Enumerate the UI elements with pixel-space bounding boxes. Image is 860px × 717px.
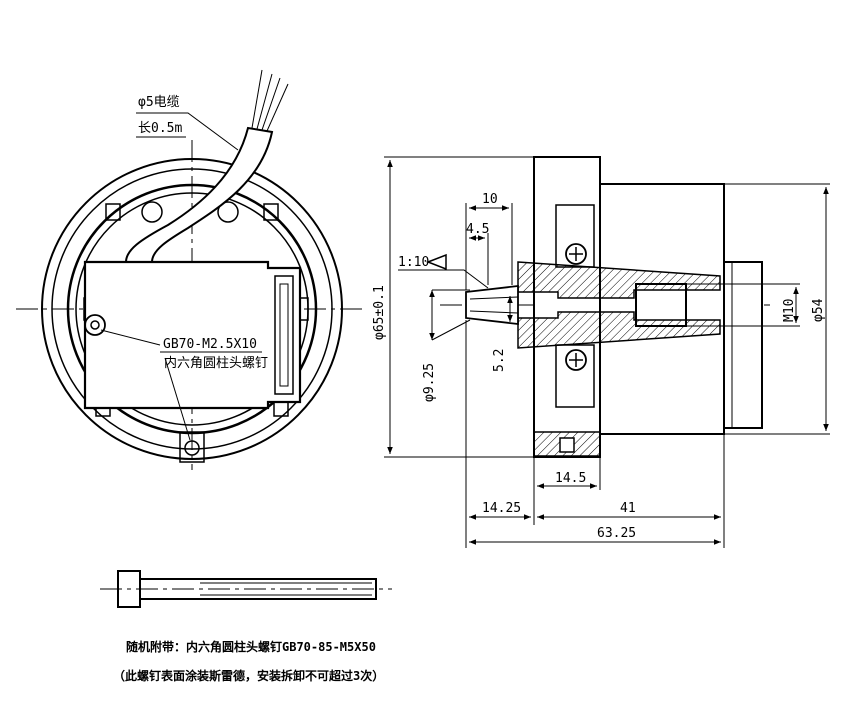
dim-5-2-label: 5.2 [492, 349, 507, 372]
front-view [16, 69, 365, 470]
clamp-bottom-frame [555, 344, 595, 408]
cable-wire [251, 69, 263, 129]
dim-63-25-label: 63.25 [597, 526, 636, 541]
dim-phi54-label: φ54 [811, 298, 826, 322]
cable-wire [261, 77, 281, 131]
dim-14-5-label: 14.5 [555, 471, 586, 486]
cable-bundle [124, 126, 274, 263]
clamp-top-screw [565, 243, 587, 265]
screw-leader-2 [164, 357, 191, 441]
housing-flange [533, 156, 601, 458]
cable-wire [256, 73, 273, 130]
mount-tab [263, 203, 279, 221]
body-circle [66, 183, 318, 435]
clamp-top-frame [555, 204, 595, 268]
flange-outer-circle [41, 158, 343, 460]
rear-cover [723, 261, 763, 429]
thread-bore [635, 283, 687, 327]
screw-hex [90, 320, 100, 330]
tapered-shaft [465, 284, 519, 326]
taper-label: 1:10 [398, 255, 429, 270]
accessory-note-line1: 随机附带：内六角圆柱头螺钉GB70-85-M5X50 [126, 639, 376, 654]
dim-4-5-label: 4.5 [466, 222, 489, 237]
cable-label: φ5电缆 [138, 94, 180, 110]
boss-circle [217, 201, 239, 223]
dim-phi65-label: φ65±0.1 [372, 285, 387, 340]
flange-inner-circle [51, 168, 333, 450]
foot-slot [559, 437, 575, 453]
screw-leader [100, 329, 161, 346]
side-dimensions [384, 156, 830, 548]
connector-slot [274, 275, 294, 395]
cable-leader [136, 112, 239, 151]
taper-symbol [425, 253, 447, 271]
boss-circle [141, 201, 163, 223]
screw-head [84, 314, 106, 336]
side-view [440, 156, 770, 458]
screw-name-label: 内六角圆柱头螺钉 [164, 355, 268, 371]
screw-spec-label: GB70-M2.5X10 [163, 337, 257, 352]
accessory-note-line2: （此螺钉表面涂装斯雷德，安装拆卸不可超过3次） [113, 668, 384, 683]
housing-body [599, 183, 725, 435]
bottom-screw-block [179, 431, 205, 463]
connector-slot-inner [279, 283, 289, 387]
taper-leader [398, 269, 489, 289]
mount-tab [105, 203, 121, 221]
connector-block [83, 260, 302, 410]
dim-m10-label: M10 [782, 299, 797, 322]
dim-10-label: 10 [482, 192, 498, 207]
dim-41-label: 41 [620, 501, 636, 516]
clamp-bottom-screw [565, 349, 587, 371]
section-hatch-bottom [517, 311, 721, 349]
dim-phi9-25-label: φ9.25 [422, 363, 437, 402]
front-leaders [100, 112, 239, 441]
accessory-screw [100, 570, 392, 608]
dim-14-25-label: 14.25 [482, 501, 521, 516]
cable-length-label: 长0.5m [138, 121, 182, 136]
bottom-screw [184, 440, 200, 456]
section-hatch-top [517, 261, 721, 299]
cable-wire [266, 83, 289, 132]
